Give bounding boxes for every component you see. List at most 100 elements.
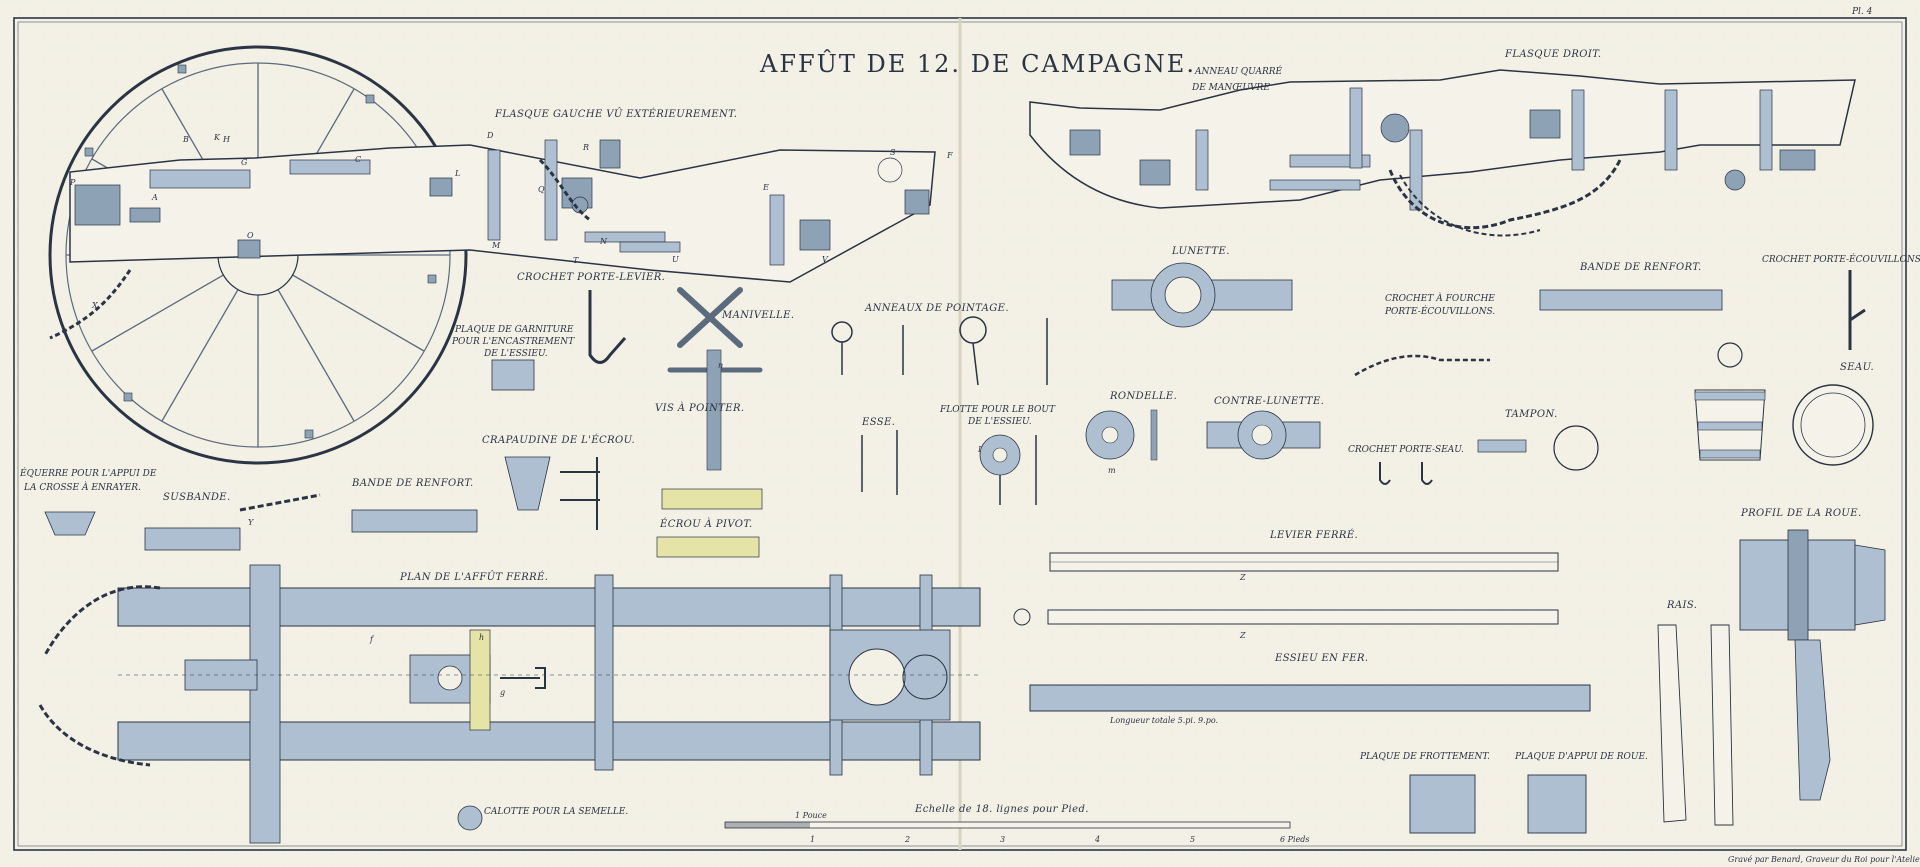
part-letter: Z xyxy=(1239,631,1246,640)
scale-bar xyxy=(724,821,1291,829)
part-letter: n xyxy=(718,361,723,370)
scale-label-start: 1 Pouce xyxy=(795,811,827,820)
tampon-drawing xyxy=(1477,425,1599,471)
label-tampon: TAMPON. xyxy=(1505,409,1558,420)
flasque-droit-drawing xyxy=(1029,69,1856,237)
label-plaque-garniture-2: POUR L'ENCASTREMENT xyxy=(451,337,575,347)
label-anneaux-pointage: ANNEAUX DE POINTAGE. xyxy=(864,303,1009,314)
part-letter: O xyxy=(247,231,254,240)
label-echelle: Echelle de 18. lignes pour Pied. xyxy=(914,804,1089,815)
plan-affut-drawing xyxy=(38,564,981,844)
essieu-fer-drawing xyxy=(1029,684,1591,712)
wheel-rim-outer xyxy=(48,45,468,465)
label-equerre-1: ÉQUERRE POUR L'APPUI DE xyxy=(19,467,157,479)
plan-lower-cheek xyxy=(117,721,981,761)
part-letters: A B C D E F G H I K L M N O P Q R S T U … xyxy=(69,131,1246,697)
part-letter: E xyxy=(762,183,769,192)
wheel-rim-studs xyxy=(84,64,437,439)
part-letter: U xyxy=(672,255,679,264)
label-flasque-gauche: FLASQUE GAUCHE VÛ EXTÉRIEUREMENT. xyxy=(494,108,737,120)
scale-tick: 4 xyxy=(1094,835,1100,844)
levier-ferre-drawing xyxy=(1013,552,1559,626)
label-contre-lunette: CONTRE-LUNETTE. xyxy=(1214,396,1324,407)
label-flotte-1: FLOTTE POUR LE BOUT xyxy=(939,405,1056,415)
crochet-fourche-drawing xyxy=(1354,354,1490,377)
right-cheek-fittings xyxy=(1069,109,1816,191)
label-longueur-totale: Longueur totale 5.pi. 9.po. xyxy=(1109,716,1218,725)
part-letter: T xyxy=(573,256,579,265)
plan-upper-cheek xyxy=(117,587,981,627)
right-chain xyxy=(1388,159,1622,230)
part-letter: F xyxy=(946,151,953,160)
crochet-porte-levier-drawing xyxy=(588,290,627,364)
label-manivelle: MANIVELLE. xyxy=(721,310,794,321)
label-crochet-porte-levier: CROCHET PORTE-LEVIER. xyxy=(517,272,665,283)
label-flasque-droit: FLASQUE DROIT. xyxy=(1504,49,1601,60)
label-levier-ferre: LEVIER FERRÉ. xyxy=(1269,529,1358,541)
esse-drawing xyxy=(861,430,898,495)
rais-drawing xyxy=(1657,624,1734,826)
label-crochet-porte-ecouvillons: CROCHET PORTE-ÉCOUVILLONS. xyxy=(1762,253,1920,265)
equerre-drawing xyxy=(44,511,96,536)
seau-drawing xyxy=(1694,342,1874,466)
label-crapaudine: CRAPAUDINE DE L'ÉCROU. xyxy=(482,434,635,446)
susbande-chain xyxy=(239,493,321,512)
label-essieu-fer: ESSIEU EN FER. xyxy=(1274,653,1368,664)
part-letter: m xyxy=(1108,466,1116,475)
label-crochet-fourche-1: CROCHET À FOURCHE xyxy=(1385,292,1495,304)
part-letter: f xyxy=(369,635,375,644)
label-plaque-garniture-3: DE L'ESSIEU. xyxy=(483,349,548,359)
crapaudine-drawing xyxy=(504,456,551,511)
scale-tick: 5 xyxy=(1190,835,1195,844)
part-letter: I xyxy=(977,445,982,454)
manivelle-drawing xyxy=(677,287,743,348)
plan-axle-hub-2 xyxy=(902,654,948,700)
flotte-drawing xyxy=(979,434,1037,505)
right-chain-2 xyxy=(1399,174,1541,237)
part-letter: D xyxy=(486,131,494,140)
label-plan-affut: PLAN DE L'AFFÛT FERRÉ. xyxy=(399,571,548,583)
plaque-appui-roue-drawing xyxy=(1527,774,1587,834)
flasque-gauche-drawing xyxy=(48,45,936,465)
part-letter: H xyxy=(222,135,231,144)
left-cheek-bands xyxy=(149,139,785,266)
part-letter: h xyxy=(479,633,484,642)
part-letter: g xyxy=(500,688,505,697)
anneaux-pointage-drawing xyxy=(831,316,1048,386)
part-letter: C xyxy=(355,155,361,164)
plaque-frottement-drawing xyxy=(1409,774,1476,834)
susbande-drawing xyxy=(144,527,241,551)
scale-tick: 1 xyxy=(810,835,815,844)
crapaudine-bolts xyxy=(560,457,600,530)
label-esse: ESSE. xyxy=(861,417,895,428)
left-cheek-fittings xyxy=(74,139,930,259)
crochet-porte-ecouvillons-drawing xyxy=(1848,270,1866,350)
part-letter: L xyxy=(454,169,460,178)
left-chain xyxy=(49,269,132,340)
engraver-credit: Gravé par Benard, Graveur du Roi pour l'… xyxy=(1728,855,1920,864)
plan-screw xyxy=(500,667,546,689)
plan-axle-hub xyxy=(848,648,906,706)
label-seau: SEAU. xyxy=(1840,362,1874,373)
rondelle-drawing xyxy=(1085,409,1158,461)
label-ecrou-pivot: ÉCROU À PIVOT. xyxy=(659,518,753,530)
label-flotte-2: DE L'ESSIEU. xyxy=(967,417,1032,427)
plan-transom-1 xyxy=(594,574,614,771)
scale-tick: 3 xyxy=(1000,835,1005,844)
scale-tick: 2 xyxy=(904,835,910,844)
label-equerre-2: LA CROSSE À ENRAYER. xyxy=(23,481,141,493)
part-letter: S xyxy=(890,148,896,157)
label-plaque-garniture-1: PLAQUE DE GARNITURE xyxy=(454,325,574,335)
label-lunette: LUNETTE. xyxy=(1171,246,1230,257)
part-letter: V xyxy=(822,255,829,264)
part-letter: R xyxy=(582,143,589,152)
plan-brass-plate xyxy=(469,629,491,731)
label-rais: RAIS. xyxy=(1666,600,1697,611)
label-profil-roue: PROFIL DE LA ROUE. xyxy=(1740,508,1862,519)
label-crochet-porte-seau: CROCHET PORTE-SEAU. xyxy=(1348,445,1464,455)
ecrou-drawing-1 xyxy=(661,488,763,510)
plan-chain-lower xyxy=(38,704,151,767)
vis-a-pointer-drawing xyxy=(667,349,763,471)
right-cheek-bands xyxy=(1195,87,1773,211)
